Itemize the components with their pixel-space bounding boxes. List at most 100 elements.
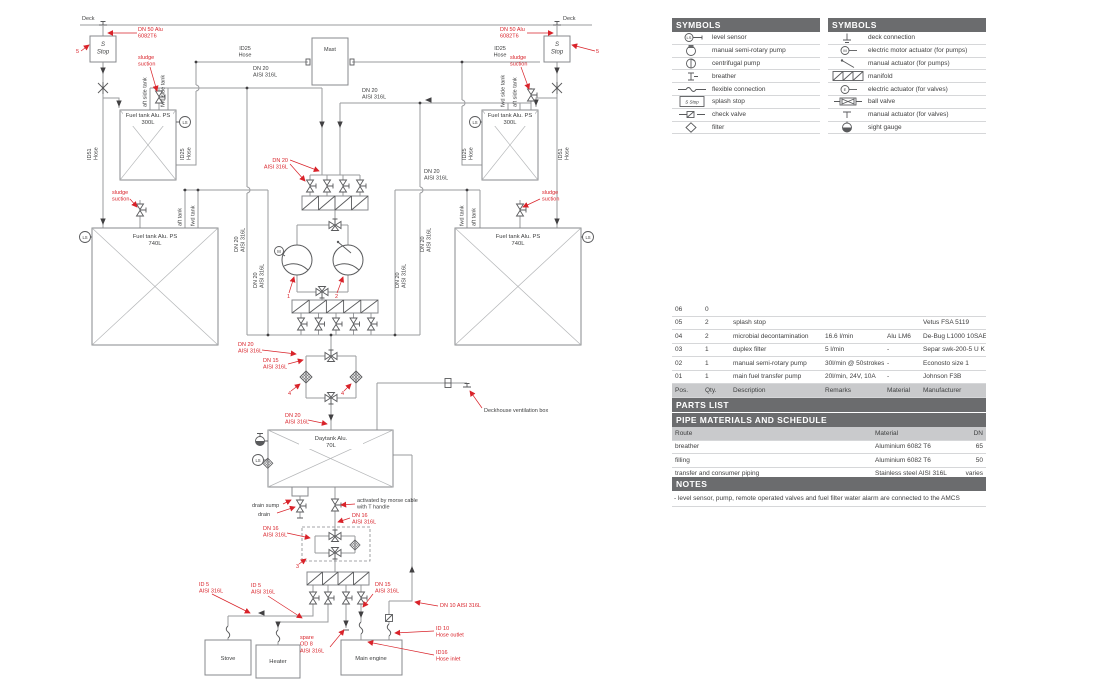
main-fuel-transfer-pump — [281, 244, 313, 276]
id25-vert-left: ID25Hose — [180, 147, 193, 160]
aft-side-tank-right: aft side tank — [513, 77, 519, 107]
heater-label: Heater — [269, 659, 286, 665]
daytank: Daytank Alu.70L LS — [252, 378, 472, 513]
deck-label-right: Deck — [563, 16, 576, 22]
symbol-label: deck connection — [868, 34, 915, 42]
filter-icon — [685, 122, 697, 133]
dn20-riser-2: DN 20AISI 316L — [253, 264, 266, 288]
motor-icon — [274, 246, 284, 256]
symbol-label: manual actuator (for pumps) — [868, 59, 950, 67]
decontamination-loop — [299, 349, 363, 405]
drain-sump-label: drain sump — [252, 503, 279, 509]
svg-text:E: E — [844, 87, 847, 92]
id51-left: ID51Hose — [87, 147, 100, 160]
electric-motor-actuator-icon: M — [840, 46, 857, 56]
sight-gauge-icon — [255, 433, 268, 446]
check-valve-icon — [385, 614, 393, 622]
breather-icon — [444, 378, 452, 388]
symbol-label: ball valve — [868, 98, 896, 106]
dn20-riser-1: DN 20AISI 316L — [234, 228, 247, 252]
filter-icon-left — [299, 370, 313, 384]
pump-block: M — [274, 218, 364, 299]
aft-tank-left: aft tank — [178, 208, 184, 226]
manual-semi-rotary-pump — [332, 244, 364, 276]
filter-icon-right — [349, 370, 363, 384]
duplex-filter-icon-right — [349, 539, 361, 551]
ls-daytank: LS — [255, 458, 260, 463]
sight-gauge-icon — [842, 121, 852, 133]
ls-small-right: LS — [472, 120, 477, 125]
symbol-label: manual semi-rotary pump — [712, 47, 786, 55]
notes-title: NOTES — [672, 477, 986, 491]
deckhouse-label: Deckhouse ventilation box — [484, 408, 548, 414]
splash-stop-icon: S Stop — [679, 96, 705, 108]
id25-vert-right: ID25Hose — [462, 147, 475, 160]
fwd-tank-left: fwd tank — [191, 205, 197, 226]
filter4-right-callout: 4 — [341, 391, 344, 397]
aft-side-tank-left: aft side tank — [143, 77, 149, 107]
pipe-schedule-title: PIPE MATERIALS AND SCHEDULE — [672, 413, 986, 427]
manifold-icon — [832, 71, 864, 82]
symbol-label: electric actuator (for valves) — [868, 85, 948, 93]
manifold-mid — [291, 299, 379, 331]
symbol-label: breather — [712, 72, 737, 80]
ls-small-left: LS — [182, 120, 187, 125]
svg-text:M: M — [843, 48, 846, 53]
symbol-label: filter — [712, 123, 725, 131]
flexible-connection-icon — [678, 86, 706, 92]
manifold-top — [301, 179, 369, 211]
ball-valve-icon — [834, 97, 862, 106]
symbol-label: flexible connection — [712, 85, 766, 93]
ls-big-left: LS — [82, 235, 87, 240]
notes: NOTES - level sensor, pump, remote opera… — [672, 477, 986, 507]
check-valve-icon — [679, 111, 705, 119]
dn20-riser-3: DN 20AISI 316L — [395, 264, 408, 288]
deck-label-left: Deck — [82, 16, 95, 22]
parts-list-title: PARTS LIST — [672, 397, 986, 412]
stove-label: Stove — [221, 656, 236, 662]
mast: Mast — [305, 37, 355, 86]
symbols-right-title: SYMBOLS — [828, 18, 986, 32]
daytank-label: Daytank Alu.70L — [315, 436, 348, 449]
drain-label: drain — [258, 512, 270, 518]
symbol-label: manifold — [868, 72, 893, 80]
symbols-left-title: SYMBOLS — [672, 18, 820, 32]
symbol-label: check valve — [712, 111, 746, 119]
aft-tank-right: aft tank — [472, 208, 478, 226]
manual-actuator-pumps-icon — [840, 59, 855, 68]
manual-semi-rotary-pump-icon — [686, 45, 696, 57]
